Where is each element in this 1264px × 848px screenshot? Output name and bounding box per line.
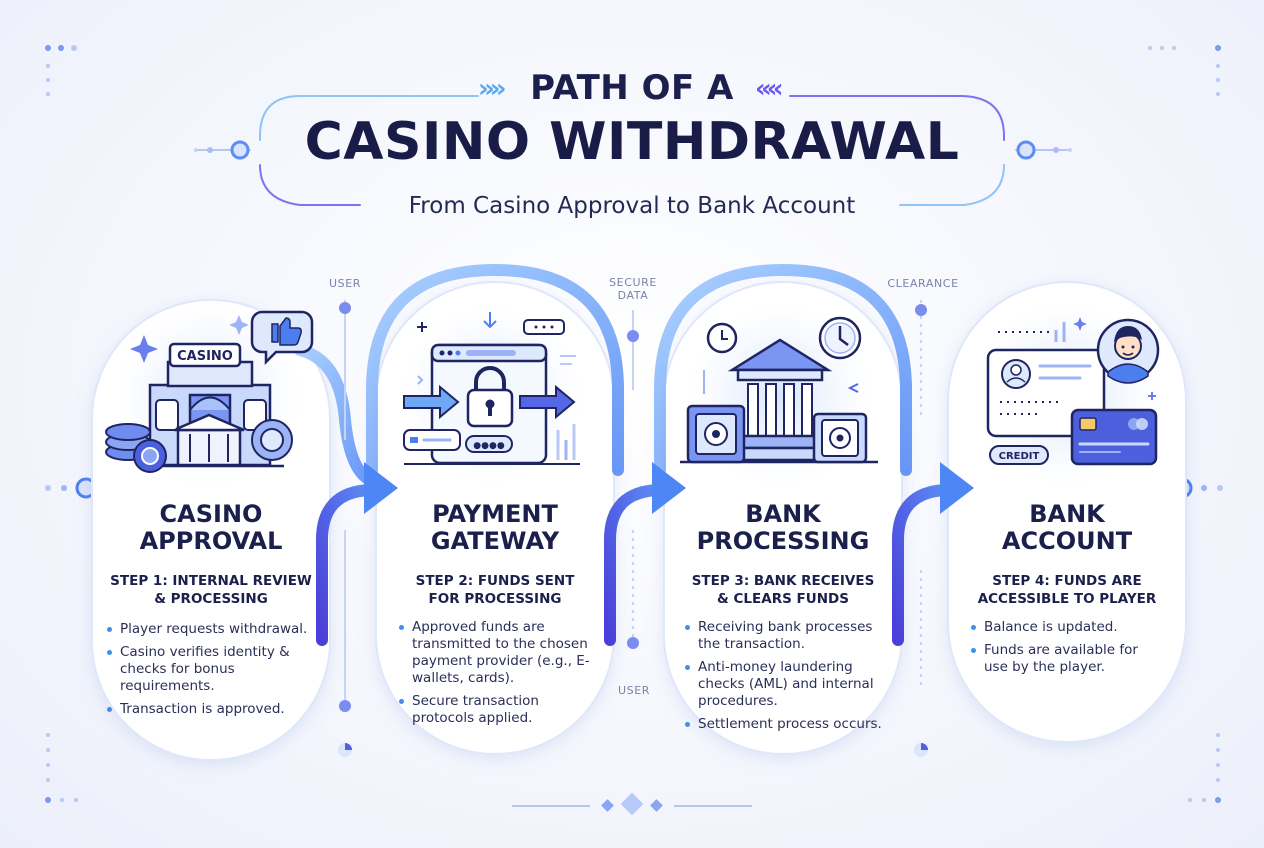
- pin-field-text: ●●●●: [473, 441, 505, 451]
- flow-label-secure-data: SECURE DATA: [609, 276, 657, 302]
- arrow-right-icon: [652, 462, 686, 514]
- step-2-bullets: Approved funds are transmitted to the ch…: [398, 619, 594, 733]
- user-avatar-icon: [1096, 318, 1160, 400]
- step-3-subtitle: STEP 3: BANK RECEIVES & CLEARS FUNDS: [691, 573, 875, 607]
- list-item: Player requests withdrawal.: [106, 621, 316, 638]
- step-1-title: CASINO APPROVAL: [139, 500, 283, 555]
- step-3-bullets: Receiving bank processes the transaction…: [684, 619, 888, 739]
- sparkle-icon: [229, 315, 249, 335]
- flow-label-user-top: USER: [328, 277, 362, 290]
- list-item: Casino verifies identity & checks for bo…: [106, 644, 316, 695]
- safe-icon: [686, 370, 868, 464]
- arrow-right-icon: [364, 462, 398, 514]
- list-item: Secure transaction protocols applied.: [398, 693, 594, 727]
- list-item: Balance is updated.: [970, 619, 1160, 636]
- step-3-title: BANK PROCESSING: [696, 500, 870, 555]
- list-item: Receiving bank processes the transaction…: [684, 619, 888, 653]
- credit-card-icon: [1070, 408, 1158, 466]
- arrow-right-icon: [940, 462, 974, 514]
- corner-decoration-bottom-right: [1188, 733, 1221, 803]
- corner-decoration-top-right: [1148, 45, 1221, 96]
- thumbs-up-icon: [250, 310, 314, 366]
- header-frame: [195, 95, 1071, 206]
- step-4-bullets: Balance is updated. Funds are available …: [970, 619, 1160, 682]
- page-title: CASINO WITHDRAWAL: [304, 112, 960, 172]
- clock-icon: [706, 316, 862, 360]
- flow-label-user-bottom: USER: [617, 684, 651, 697]
- corner-decoration-top-left: [45, 45, 77, 96]
- transfer-arrows-icon: [403, 375, 576, 420]
- poker-chips-icon: [105, 419, 293, 473]
- corner-decoration-bottom-left: [45, 733, 78, 803]
- title-line-1: PATH OF A: [530, 68, 734, 108]
- credit-badge-text: CREDIT: [999, 451, 1040, 462]
- guide-lines: [338, 300, 928, 757]
- sparkle-icon: [130, 335, 158, 363]
- header-end-dots: [194, 140, 1072, 160]
- list-item: Approved funds are transmitted to the ch…: [398, 619, 594, 687]
- step-2-title: PAYMENT GATEWAY: [430, 500, 560, 555]
- page-subtitle: From Casino Approval to Bank Account: [408, 193, 856, 219]
- list-item: Anti-money laundering checks (AML) and i…: [684, 659, 888, 710]
- step-4-subtitle: STEP 4: FUNDS ARE ACCESSIBLE TO PLAYER: [977, 573, 1157, 607]
- step-1-subtitle: STEP 1: INTERNAL REVIEW & PROCESSING: [110, 573, 312, 607]
- list-item: Transaction is approved.: [106, 701, 316, 718]
- list-item: Settlement process occurs.: [684, 716, 888, 733]
- step-4-title: BANK ACCOUNT: [1001, 500, 1133, 555]
- casino-sign-text: CASINO: [177, 349, 233, 364]
- step-2-subtitle: STEP 2: FUNDS SENT FOR PROCESSING: [415, 573, 575, 607]
- sparkle-icon: [1073, 317, 1087, 331]
- connector-arrowheads: [364, 462, 974, 514]
- flow-label-clearance: CLEARANCE: [887, 277, 959, 290]
- bottom-ornament: [512, 792, 752, 816]
- step-1-bullets: Player requests withdrawal. Casino verif…: [106, 621, 316, 724]
- list-item: Funds are available for use by the playe…: [970, 642, 1160, 676]
- padlock-icon: [466, 366, 514, 428]
